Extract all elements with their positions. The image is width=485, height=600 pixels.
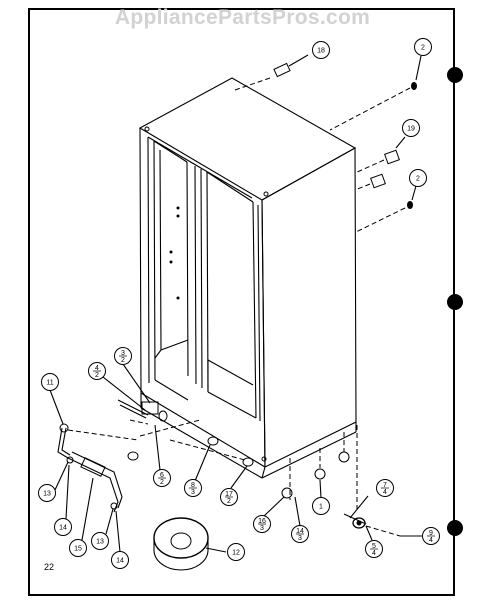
callout-c1: 1 xyxy=(312,497,330,515)
callout-c3-2: 32 xyxy=(114,347,132,365)
watermark: AppliancePartsPros.com xyxy=(114,6,371,29)
callout-c16-3: 163 xyxy=(253,515,271,533)
callout-denominator: 3 xyxy=(260,525,264,532)
screw-part-2-mid xyxy=(355,185,417,233)
callout-c4-2: 42 xyxy=(88,362,106,380)
water-tube-assembly xyxy=(49,389,139,553)
callout-c2b: 2 xyxy=(409,169,427,187)
callout-label: 14 xyxy=(116,558,124,565)
callout-numerator: 6 xyxy=(160,472,164,479)
cabinet-right-side xyxy=(261,147,357,468)
callout-denominator: 4 xyxy=(383,489,387,496)
callout-denominator: 2 xyxy=(95,372,99,379)
ring-part-12 xyxy=(153,517,227,571)
page-number: 22 xyxy=(44,562,55,572)
binder-hole-3 xyxy=(447,520,463,536)
callout-numerator: 17 xyxy=(225,491,233,498)
callout-c7-4: 74 xyxy=(376,479,394,497)
callout-numerator: 14 xyxy=(296,528,304,535)
cabinet-top xyxy=(138,77,357,201)
callout-c6-2: 62 xyxy=(153,469,171,487)
callout-c5-4: 54 xyxy=(365,540,383,558)
callout-denominator: 3 xyxy=(191,489,195,496)
callout-label: 13 xyxy=(96,539,104,546)
callout-numerator: 16 xyxy=(258,518,266,525)
callout-numerator: 7 xyxy=(383,482,387,489)
callout-c18: 18 xyxy=(312,41,330,59)
callout-denominator: 4 xyxy=(429,537,433,544)
callout-label: 18 xyxy=(317,48,325,55)
callout-c9-4: 94 xyxy=(422,527,440,545)
callout-label: 19 xyxy=(407,126,415,133)
callout-c12: 12 xyxy=(227,543,245,561)
callout-c19: 19 xyxy=(402,119,420,137)
hinge-pin-part-18 xyxy=(234,54,309,91)
callout-label: 11 xyxy=(46,380,53,387)
callout-c15: 15 xyxy=(69,539,87,557)
callout-c13a: 13 xyxy=(38,484,56,502)
callout-numerator: 3 xyxy=(121,350,125,357)
callout-label: 13 xyxy=(43,491,51,498)
callout-denominator: 3 xyxy=(298,535,302,542)
callout-label: 12 xyxy=(232,550,240,557)
callout-c11: 11 xyxy=(41,373,59,391)
callout-c13b: 13 xyxy=(91,532,109,550)
callout-numerator: 8 xyxy=(191,482,195,489)
binder-hole-2 xyxy=(447,294,463,310)
screw-part-2-top xyxy=(329,55,422,131)
callout-denominator: 4 xyxy=(372,550,376,557)
fastener-set-right xyxy=(343,495,422,541)
callout-denominator: 2 xyxy=(227,498,231,505)
callout-c14a: 14 xyxy=(54,518,72,536)
callout-c2a: 2 xyxy=(414,38,432,56)
binder-hole-1 xyxy=(447,67,463,83)
bracket-part-19 xyxy=(354,136,406,191)
diagram-frame xyxy=(28,8,455,596)
leveling-legs xyxy=(263,425,358,527)
callout-label: 1 xyxy=(319,504,323,511)
callout-label: 14 xyxy=(59,525,67,532)
callout-label: 2 xyxy=(416,176,420,183)
callout-numerator: 9 xyxy=(429,530,433,537)
callout-denominator: 2 xyxy=(121,357,125,364)
callout-c17-2: 172 xyxy=(220,488,238,506)
callout-c8-3: 83 xyxy=(184,479,202,497)
callout-numerator: 5 xyxy=(372,543,376,550)
callout-label: 15 xyxy=(74,546,82,553)
callout-label: 2 xyxy=(421,45,425,52)
callout-denominator: 2 xyxy=(160,479,164,486)
callout-c14-3: 143 xyxy=(291,525,309,543)
callout-numerator: 4 xyxy=(95,365,99,372)
callout-c14b: 14 xyxy=(111,551,129,569)
valve-bracket-assembly xyxy=(102,363,254,489)
